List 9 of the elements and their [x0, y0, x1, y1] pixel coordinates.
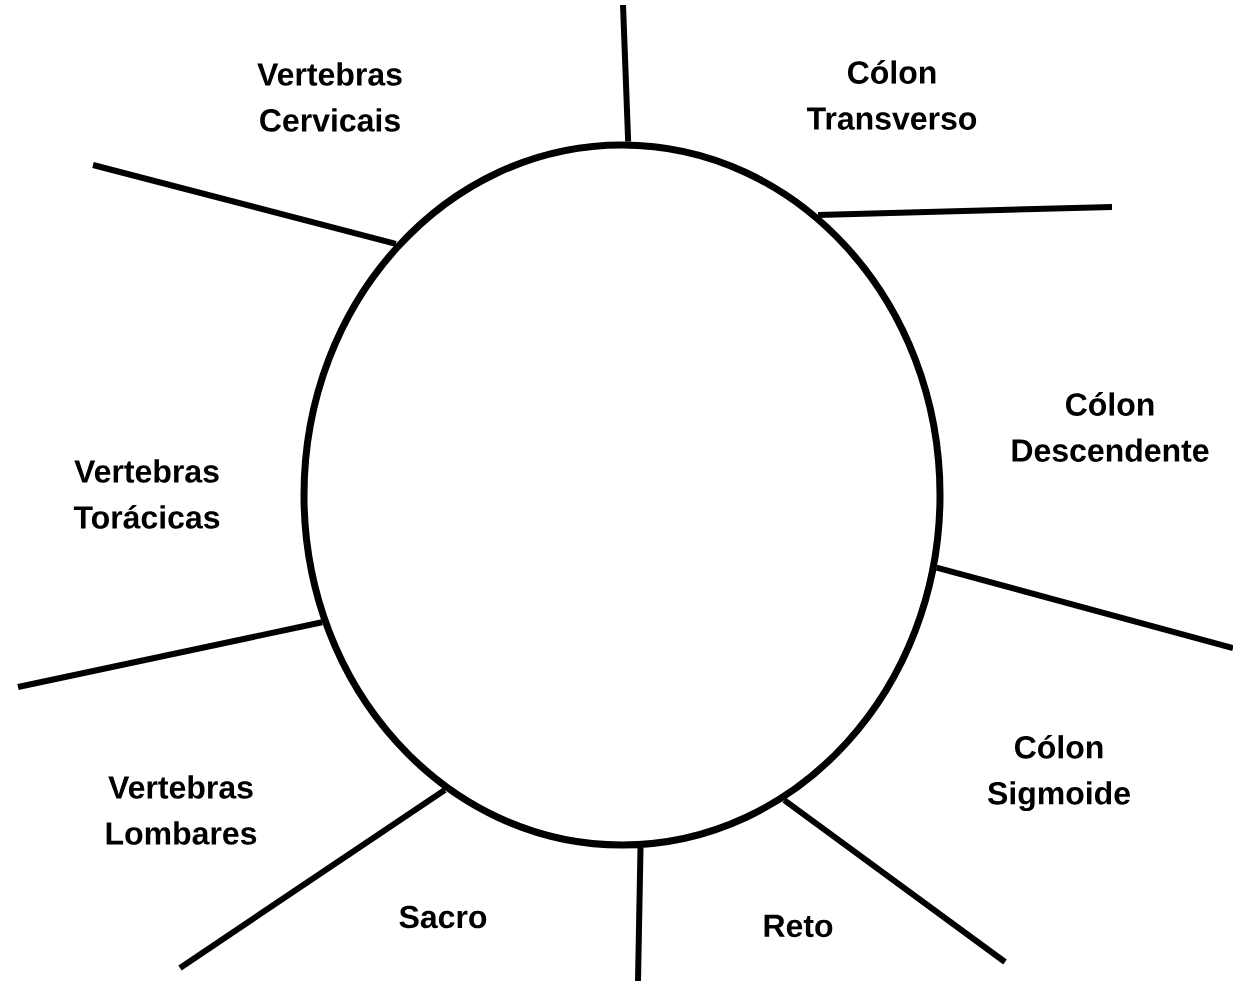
label-text: Reto	[764, 914, 833, 938]
circle-outline	[300, 141, 944, 849]
label-text: Sacro	[399, 905, 487, 929]
label-text: Cólon Transverso	[807, 60, 977, 130]
label-text: Cólon Sigmoide	[987, 734, 1130, 812]
label-text: Vertebras Cervicais	[257, 62, 402, 132]
label-text: Vertebras Torácicas	[73, 459, 220, 529]
label-text: Cólon Descendente	[1012, 392, 1209, 462]
label-text: Vertebras Lombares	[106, 775, 257, 845]
